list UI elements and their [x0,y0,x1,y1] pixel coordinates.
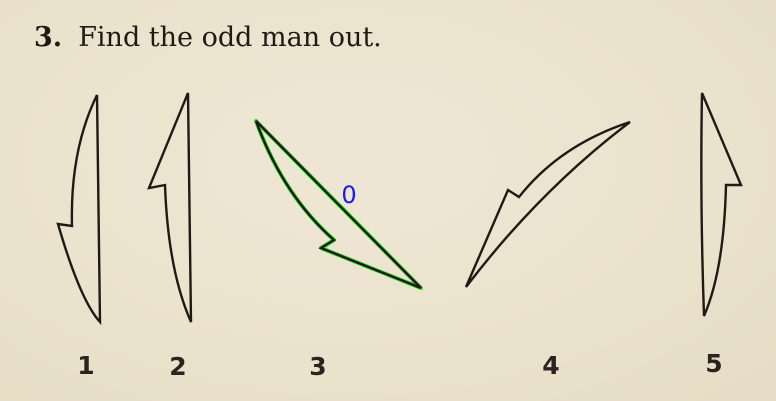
figure-1-shape [56,94,102,326]
figure-5: 5 [700,92,743,378]
question-text: Find the odd man out. [78,22,382,53]
question-number: 3. [34,22,63,53]
figure-3-label: 3 [309,352,326,381]
figure-3-shape [254,120,422,290]
figure-5-label: 5 [705,349,722,378]
figure-4-label: 4 [542,351,559,380]
figure-3: 0 3 [254,119,423,381]
figure-2-label: 2 [169,352,186,381]
figure-2: 2 [147,92,193,381]
figure-4-shape [464,120,631,288]
figure-3-mark: 0 [341,181,356,209]
figure-1: 1 [56,94,102,380]
figure-2-shape [147,92,193,323]
figure-4: 4 [464,120,631,380]
figure-1-label: 1 [77,351,94,380]
figure-5-shape [700,92,743,317]
question: 3. Find the odd man out. [34,22,382,53]
